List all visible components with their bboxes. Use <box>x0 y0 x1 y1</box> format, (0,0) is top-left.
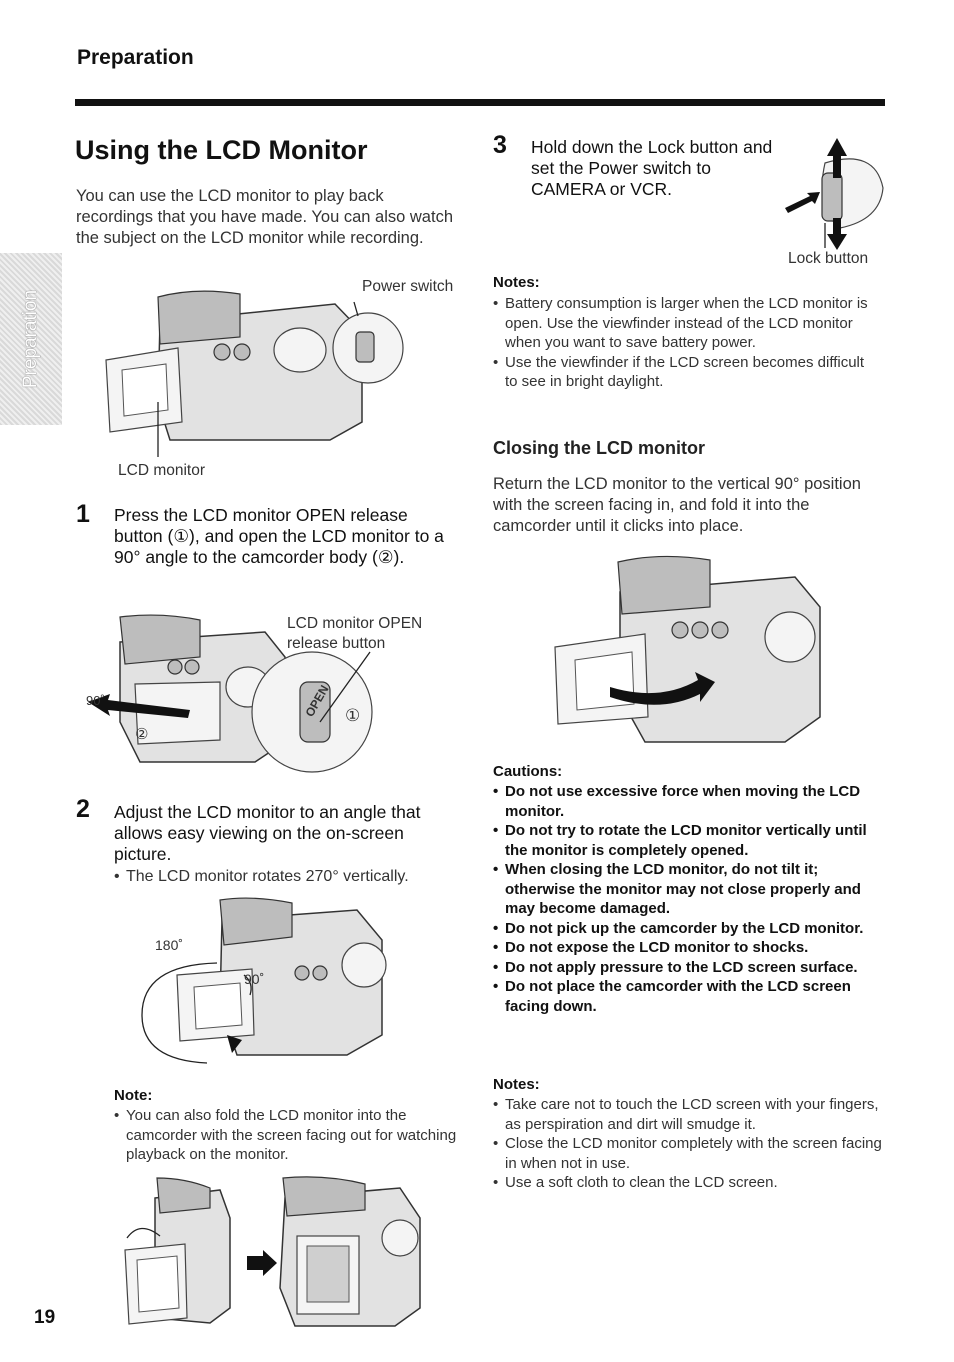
lock-button-label: Lock button <box>788 250 869 267</box>
lock-switch-figure <box>785 138 884 250</box>
header-rule <box>75 99 885 106</box>
closing-text: Return the LCD monitor to the vertical 9… <box>493 475 861 535</box>
cautions-list: Do not use excessive force when moving t… <box>493 782 883 1016</box>
page-title: Using the LCD Monitor <box>75 135 368 165</box>
angle-180-label: 180˚ <box>155 937 184 953</box>
notes-2-item: Use a soft cloth to clean the LCD screen… <box>493 1173 883 1193</box>
notes-2-list: Take care not to touch the LCD screen wi… <box>493 1095 883 1193</box>
step-3-number: 3 <box>493 131 507 159</box>
intro-text: You can use the LCD monitor to play back… <box>76 187 453 247</box>
note-list: You can also fold the LCD monitor into t… <box>114 1106 459 1165</box>
notes-2-title: Notes: <box>493 1076 540 1093</box>
section-header: Preparation <box>77 46 194 69</box>
lcd-monitor-label: LCD monitor <box>118 462 205 479</box>
notes-1-list: Battery consumption is larger when the L… <box>493 294 878 392</box>
step-1-text: Press the LCD monitor OPEN release butto… <box>114 505 444 567</box>
step-2-text: Adjust the LCD monitor to an angle that … <box>114 802 421 864</box>
note-title: Note: <box>114 1087 153 1104</box>
notes-2-item: Take care not to touch the LCD screen wi… <box>493 1095 883 1134</box>
side-tab-label: Preparation <box>20 289 41 389</box>
caution-item: Do not pick up the camcorder by the LCD … <box>493 919 883 939</box>
side-tab: Preparation <box>0 253 62 425</box>
camcorder-figure-3 <box>141 897 387 1064</box>
camcorder-figure-5 <box>554 555 821 743</box>
page-number: 19 <box>34 1307 56 1328</box>
caution-item: Do not place the camcorder with the LCD … <box>493 977 883 1016</box>
cautions-title: Cautions: <box>493 763 563 780</box>
caution-item: Do not try to rotate the LCD monitor ver… <box>493 821 883 860</box>
notes-1-item: Battery consumption is larger when the L… <box>493 294 878 353</box>
camcorder-figure-2 <box>88 614 373 773</box>
power-switch-label: Power switch <box>362 278 454 295</box>
step-1-number: 1 <box>76 500 90 528</box>
marker-2: ② <box>135 726 149 743</box>
step-2-bullet: The LCD monitor rotates 270° vertically. <box>114 867 459 887</box>
step-3-text: Hold down the Lock button and set the Po… <box>531 137 773 199</box>
open-button-label: LCD monitor OPEN release button <box>287 615 423 652</box>
caution-item: Do not expose the LCD monitor to shocks. <box>493 938 883 958</box>
closing-title: Closing the LCD monitor <box>493 438 705 458</box>
step-2-number: 2 <box>76 795 90 823</box>
note-item: You can also fold the LCD monitor into t… <box>114 1106 459 1165</box>
caution-item: Do not use excessive force when moving t… <box>493 782 883 821</box>
angle-90-label-2: 90˚ <box>244 971 265 987</box>
notes-1-item: Use the viewfinder if the LCD screen bec… <box>493 353 878 392</box>
step-2-bullets: The LCD monitor rotates 270° vertically. <box>114 867 459 887</box>
camcorder-figure-1 <box>105 290 404 457</box>
caution-item: Do not apply pressure to the LCD screen … <box>493 958 883 978</box>
notes-1-title: Notes: <box>493 274 540 291</box>
marker-1: ① <box>345 706 361 725</box>
caution-item: When closing the LCD monitor, do not til… <box>493 860 883 919</box>
angle-90-label: 90˚ <box>86 693 105 708</box>
notes-2-item: Close the LCD monitor completely with th… <box>493 1134 883 1173</box>
camcorder-figure-4 <box>124 1176 421 1327</box>
